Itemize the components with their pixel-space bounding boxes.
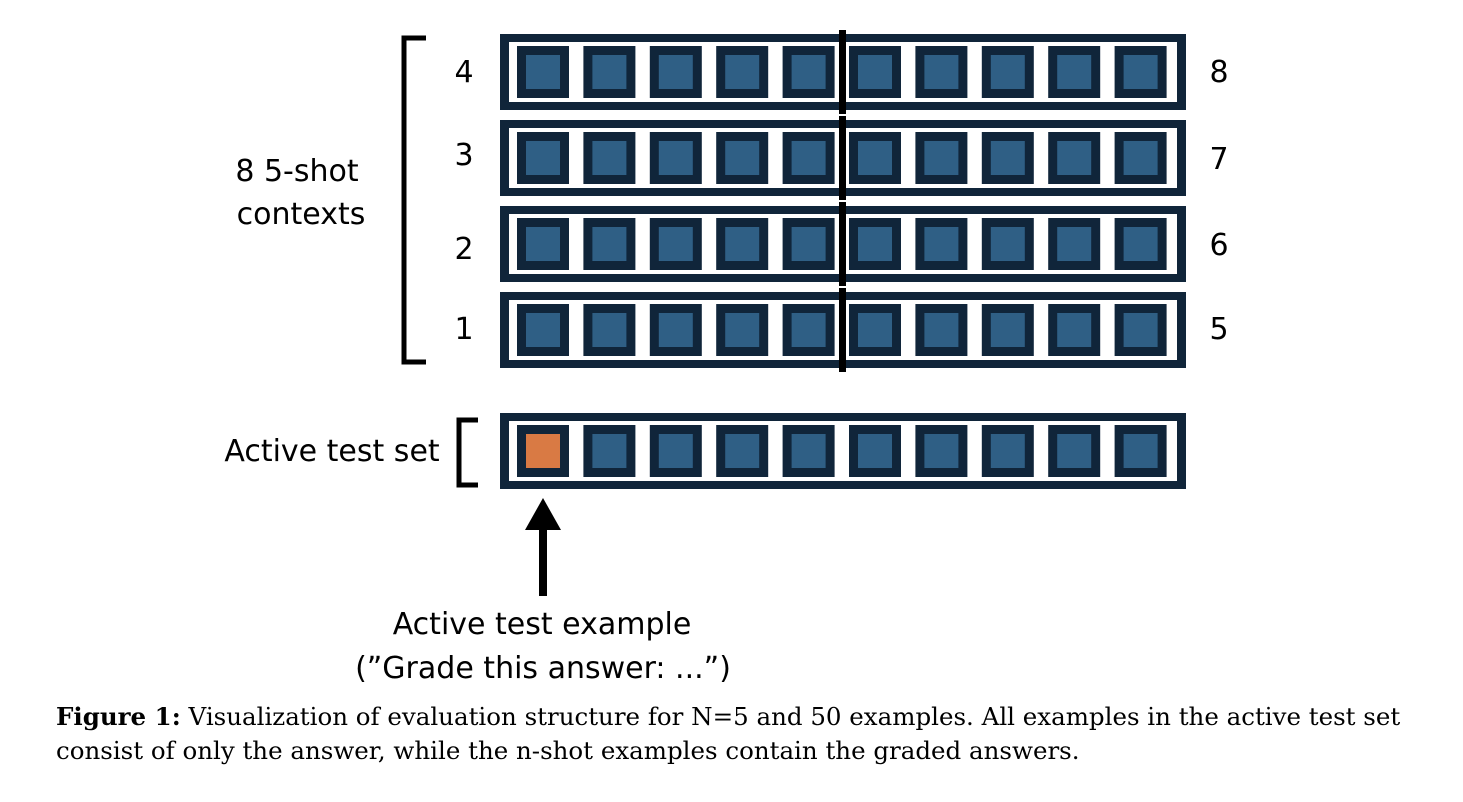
- row-right-label-5: 5: [1209, 312, 1228, 347]
- row-left-label-4: 4: [454, 55, 473, 90]
- example-slot: [782, 304, 835, 356]
- active-test-set-row: [500, 413, 1186, 489]
- row-right-label-8: 8: [1209, 55, 1228, 90]
- example-slot: [517, 218, 569, 270]
- row-left-label-2: 2: [454, 232, 473, 267]
- context-row-1: [500, 288, 1186, 372]
- active-example-label-line1: Active test example: [393, 607, 692, 642]
- context-divider: [839, 288, 846, 372]
- example-slot: [782, 132, 835, 184]
- example-slot: [915, 304, 968, 356]
- example-slot: [716, 304, 769, 356]
- row-left-label-3: 3: [454, 138, 473, 173]
- active-example-slot: [517, 425, 569, 477]
- example-slot: [1048, 218, 1101, 270]
- example-slot: [1114, 304, 1167, 356]
- caption-text: Visualization of evaluation structure fo…: [56, 702, 1401, 765]
- example-slot: [1114, 132, 1167, 184]
- active-test-set-bracket: [456, 417, 478, 488]
- example-slot: [649, 46, 702, 98]
- example-slot: [1114, 46, 1167, 98]
- contexts-bracket: [401, 35, 426, 365]
- example-slot: [849, 46, 901, 98]
- example-slot: [849, 132, 901, 184]
- row-right-label-6: 6: [1209, 228, 1228, 263]
- example-slot: [915, 425, 968, 477]
- example-slot: [849, 425, 901, 477]
- example-slot: [583, 132, 636, 184]
- context-divider: [839, 202, 846, 286]
- example-slot: [716, 132, 769, 184]
- example-slot: [782, 46, 835, 98]
- example-slot: [583, 304, 636, 356]
- example-slot: [649, 425, 702, 477]
- context-divider: [839, 116, 846, 200]
- example-slot: [649, 304, 702, 356]
- example-slot: [981, 425, 1034, 477]
- example-slot: [517, 304, 569, 356]
- caption-label: Figure 1:: [56, 702, 181, 731]
- example-slot: [915, 132, 968, 184]
- example-slot: [981, 218, 1034, 270]
- example-slot: [849, 304, 901, 356]
- example-slot: [583, 218, 636, 270]
- example-slot: [583, 425, 636, 477]
- example-slot: [716, 425, 769, 477]
- example-slot: [981, 132, 1034, 184]
- active-test-set-label: Active test set: [224, 434, 440, 469]
- example-slot: [915, 218, 968, 270]
- example-slot: [782, 425, 835, 477]
- figure-caption: Figure 1: Visualization of evaluation st…: [56, 700, 1426, 768]
- example-slot: [782, 218, 835, 270]
- active-example-label-line2: (”Grade this answer: ...”): [355, 651, 731, 686]
- example-slot: [517, 46, 569, 98]
- example-slot: [583, 46, 636, 98]
- example-slot: [1114, 218, 1167, 270]
- example-slot: [716, 218, 769, 270]
- contexts-label-line1: 8 5-shot: [235, 154, 359, 189]
- contexts-label-line2: contexts: [237, 197, 366, 232]
- example-slot: [915, 46, 968, 98]
- example-slot: [649, 218, 702, 270]
- example-slot: [649, 132, 702, 184]
- context-row-3: [500, 116, 1186, 200]
- example-slot: [1114, 425, 1167, 477]
- active-example-arrow: [525, 498, 561, 596]
- context-row-2: [500, 202, 1186, 286]
- row-left-label-1: 1: [454, 312, 473, 347]
- row-right-label-7: 7: [1209, 142, 1228, 177]
- example-slot: [1048, 132, 1101, 184]
- context-divider: [839, 30, 846, 114]
- example-slot: [517, 132, 569, 184]
- example-slot: [1048, 46, 1101, 98]
- evaluation-structure-diagram: 8 5-shot contexts 4 8 3 7 2 6 1 5 Active…: [224, 30, 1229, 686]
- example-slot: [981, 304, 1034, 356]
- example-slot: [1048, 425, 1101, 477]
- example-slot: [981, 46, 1034, 98]
- example-slot: [716, 46, 769, 98]
- context-row-4: [500, 30, 1186, 114]
- example-slot: [849, 218, 901, 270]
- example-slot: [1048, 304, 1101, 356]
